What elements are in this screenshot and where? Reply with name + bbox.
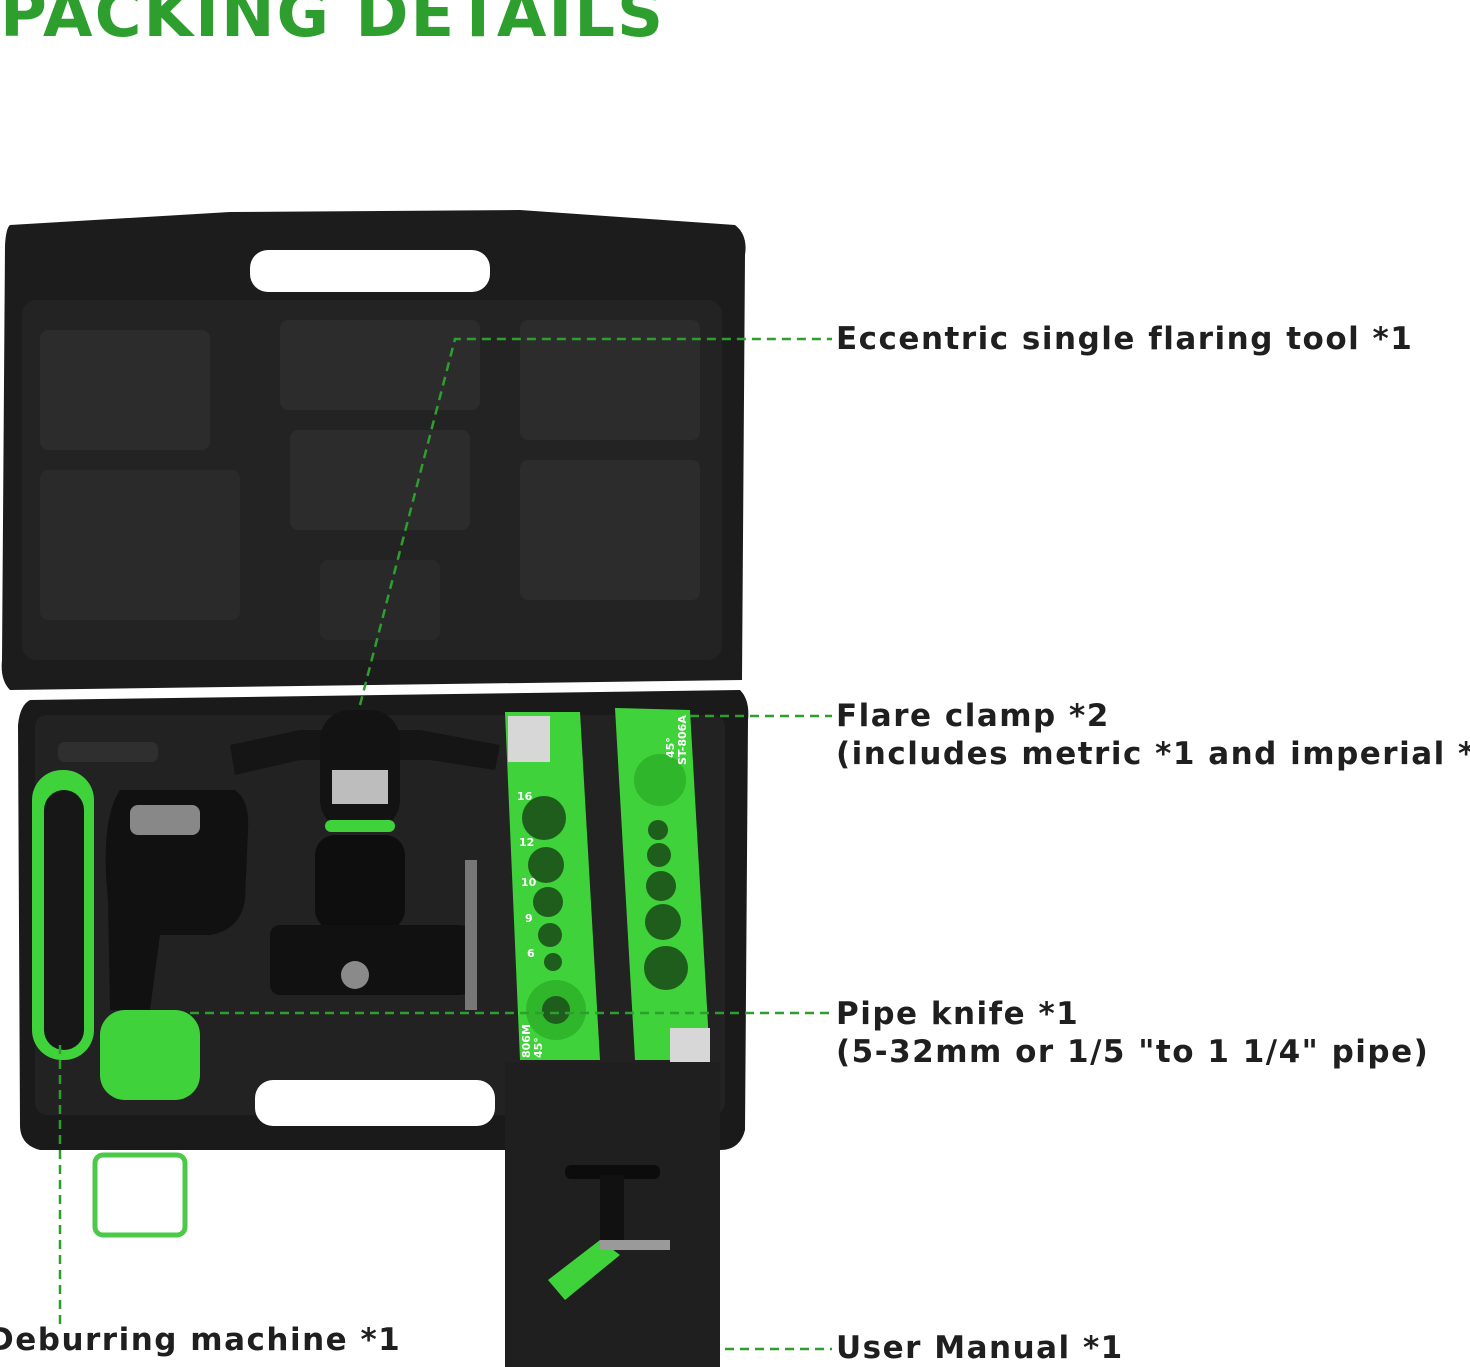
clamp-code-left: 806M xyxy=(520,1024,533,1058)
callout-lines xyxy=(58,337,832,1351)
page-title: PACKING DETAILS xyxy=(0,0,666,52)
case-handle-hole-top xyxy=(250,250,490,292)
clamp-angle-left: 45° xyxy=(532,1037,545,1058)
label-flare-clamp: Flare clamp *2 xyxy=(836,698,1110,734)
case-handle-hole-bottom xyxy=(255,1080,495,1126)
flaring-tool xyxy=(230,710,500,1010)
case-lid xyxy=(1,210,746,690)
clamp-code-right: ST-806A xyxy=(676,715,689,765)
label-user-manual: User Manual *1 xyxy=(836,1330,1124,1366)
label-deburring-machine: Deburring machine *1 xyxy=(0,1322,402,1358)
clamp-mark: 6 xyxy=(527,947,535,960)
label-flaring-tool: Eccentric single flaring tool *1 xyxy=(836,321,1414,357)
clamp-mark: 16 xyxy=(517,790,533,803)
callout-flaring-tool xyxy=(358,337,832,706)
user-manual xyxy=(505,1062,720,1367)
label-pipe-knife: Pipe knife *1 xyxy=(836,996,1080,1032)
clamp-mark: 9 xyxy=(525,912,533,925)
label-pipe-knife-detail: (5-32mm or 1/5 "to 1 1/4" pipe) xyxy=(836,1034,1430,1070)
clamp-marks: 16 12 10 9 6 806M 45° ST-806A 45° xyxy=(517,715,689,1058)
label-flare-clamp-detail: (includes metric *1 and imperial *1 xyxy=(836,736,1470,772)
case-latch xyxy=(92,1152,188,1238)
deburring-tool xyxy=(32,742,158,1060)
pipe-knife xyxy=(100,790,249,1100)
clamp-mark: 10 xyxy=(521,876,537,889)
flare-clamp-right xyxy=(615,708,710,1062)
clamp-angle-right: 45° xyxy=(664,737,677,758)
flare-clamp-left xyxy=(505,712,600,1060)
clamp-mark: 12 xyxy=(519,836,534,849)
